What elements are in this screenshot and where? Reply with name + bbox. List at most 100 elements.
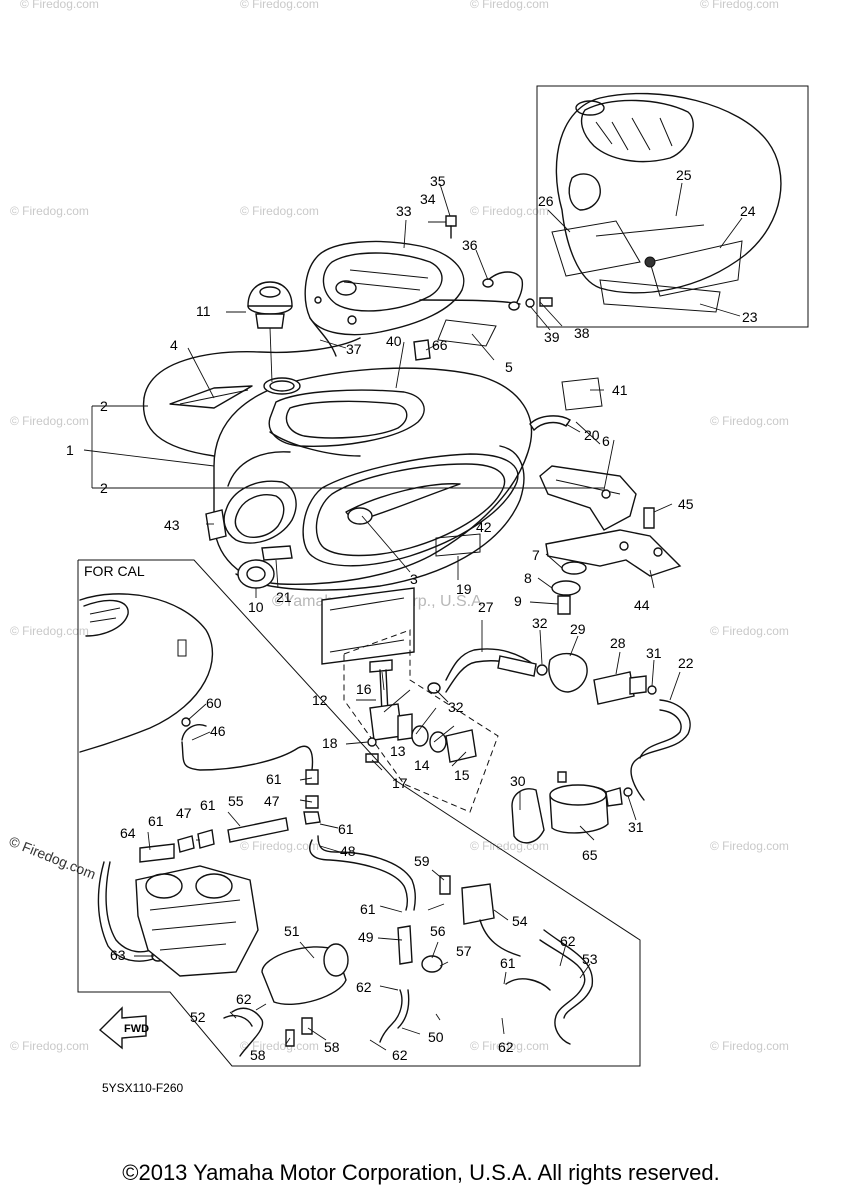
- callout-26: 26: [538, 193, 554, 209]
- tank-brackets: [539, 465, 682, 615]
- callout-10: 10: [248, 599, 264, 615]
- watermark: © Firedog.com: [240, 204, 319, 218]
- gas-cap: [247, 281, 293, 383]
- callout-61: 61: [500, 955, 516, 971]
- side-watermark: © Firedog.com: [7, 833, 98, 882]
- callout-11: 11: [196, 303, 211, 319]
- callout-58: 58: [324, 1039, 340, 1055]
- callout-50: 50: [428, 1029, 444, 1045]
- callout-61: 61: [338, 821, 354, 837]
- callout-4: 4: [170, 337, 178, 353]
- watermark: © Firedog.com: [10, 1039, 89, 1053]
- callout-5: 5: [505, 359, 513, 375]
- callout-30: 30: [510, 773, 526, 789]
- tank-cover: [304, 240, 521, 357]
- cal-inset: FOR CAL: [77, 559, 641, 1067]
- inset-label: FOR CAL: [84, 563, 145, 579]
- callout-61: 61: [200, 797, 216, 813]
- callout-42: 42: [476, 519, 492, 535]
- callout-61: 61: [148, 813, 164, 829]
- callout-18: 18: [322, 735, 338, 751]
- watermark: © Firedog.com: [470, 0, 549, 11]
- callout-24: 24: [740, 203, 756, 219]
- callout-65: 65: [582, 847, 598, 863]
- watermark: © Firedog.com: [470, 839, 549, 853]
- callout-59: 59: [414, 853, 430, 869]
- callout-56: 56: [430, 923, 446, 939]
- callout-55: 55: [228, 793, 244, 809]
- callout-51: 51: [284, 923, 300, 939]
- callout-16: 16: [356, 681, 372, 697]
- callout-22: 22: [678, 655, 694, 671]
- callout-12: 12: [312, 692, 328, 708]
- callout-62: 62: [356, 979, 372, 995]
- callout-29: 29: [570, 621, 586, 637]
- tank-cables: [142, 337, 525, 591]
- callout-62: 62: [560, 933, 576, 949]
- callout-3: 3: [410, 571, 418, 587]
- callout-62: 62: [236, 991, 252, 1007]
- fuel-cock-assembly: [343, 629, 499, 813]
- callout-36: 36: [462, 237, 478, 253]
- watermark: © Firedog.com: [240, 1039, 319, 1053]
- callout-32: 32: [532, 615, 548, 631]
- watermark: © Firedog.com: [710, 839, 789, 853]
- callout-31: 31: [646, 645, 662, 661]
- watermark: © Firedog.com: [240, 839, 319, 853]
- callout-58: 58: [250, 1047, 266, 1063]
- callout-14: 14: [414, 757, 430, 773]
- callout-41: 41: [612, 382, 628, 398]
- watermark: © Firedog.com: [10, 414, 89, 428]
- watermark: © Firedog.com: [710, 624, 789, 638]
- leader-lines: [83, 183, 681, 1051]
- callout-39: 39: [544, 329, 560, 345]
- watermark: © Firedog.com: [710, 414, 789, 428]
- callout-15: 15: [454, 767, 470, 783]
- callout-47: 47: [264, 793, 280, 809]
- callout-45: 45: [678, 496, 694, 512]
- callout-34: 34: [420, 191, 436, 207]
- callout-13: 13: [390, 743, 406, 759]
- callout-40: 40: [386, 333, 402, 349]
- callout-49: 49: [358, 929, 374, 945]
- watermark: © Firedog.com: [700, 0, 779, 11]
- watermark: © Firedog.com: [10, 204, 89, 218]
- small-parts-left: [205, 415, 571, 665]
- callout-9: 9: [514, 593, 522, 609]
- callout-35: 35: [430, 173, 446, 189]
- callout-60: 60: [206, 695, 222, 711]
- callout-33: 33: [396, 203, 412, 219]
- callout-labels: 1 2 2 3 4 5 6 7 8 9 10 11 12 13 14 15 16…: [66, 167, 758, 1063]
- callout-54: 54: [512, 913, 528, 929]
- callout-27: 27: [478, 599, 494, 615]
- callout-23: 23: [742, 309, 758, 325]
- watermark: © Firedog.com: [20, 0, 99, 11]
- callout-43: 43: [164, 517, 180, 533]
- callout-20: 20: [584, 427, 600, 443]
- callout-32: 32: [448, 699, 464, 715]
- tank-inset: [536, 85, 809, 328]
- fwd-label: FWD: [124, 1023, 149, 1035]
- callout-46: 46: [210, 723, 226, 739]
- callout-2: 2: [100, 480, 108, 496]
- fwd-arrow-icon: FWD: [98, 1006, 149, 1050]
- callout-28: 28: [610, 635, 626, 651]
- watermark: © Firedog.com: [240, 0, 319, 11]
- callout-53: 53: [582, 951, 598, 967]
- watermark: © Firedog.com: [710, 1039, 789, 1053]
- callout-21: 21: [276, 589, 292, 605]
- callout-52: 52: [190, 1009, 206, 1025]
- callout-8: 8: [524, 570, 532, 586]
- callout-44: 44: [634, 597, 650, 613]
- callout-17: 17: [392, 775, 408, 791]
- callout-37: 37: [346, 341, 362, 357]
- callout-19: 19: [456, 581, 472, 597]
- callout-2: 2: [100, 398, 108, 414]
- callout-64: 64: [120, 825, 136, 841]
- diagram-code: 5YSX110-F260: [102, 1081, 183, 1095]
- fuel-tank: [213, 367, 533, 585]
- callout-47: 47: [176, 805, 192, 821]
- callout-61: 61: [266, 771, 282, 787]
- watermark: © Firedog.com: [470, 1039, 549, 1053]
